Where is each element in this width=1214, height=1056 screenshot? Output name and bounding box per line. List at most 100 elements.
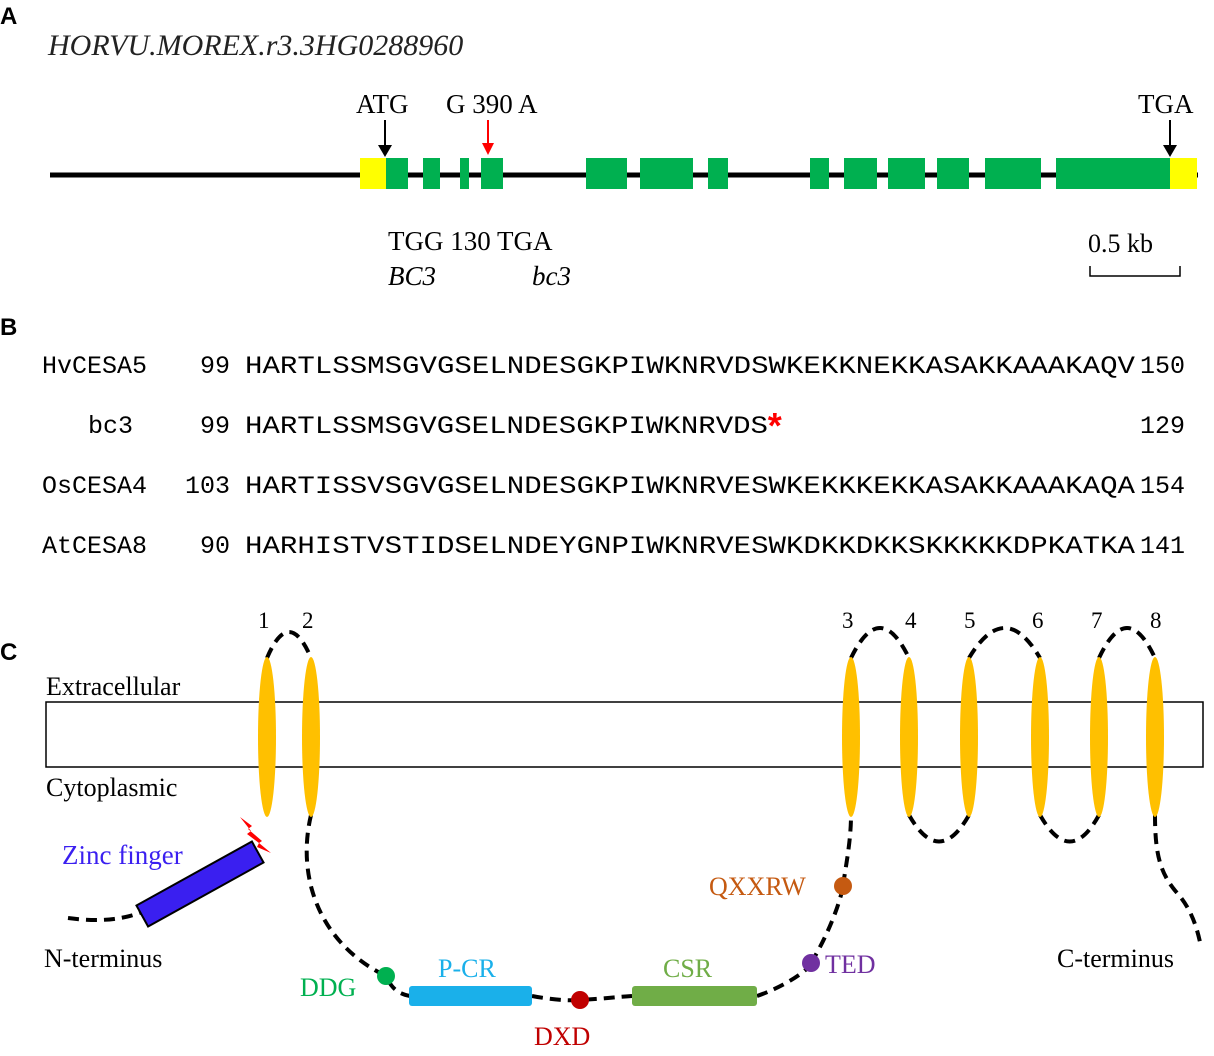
tm-helix-1 bbox=[258, 657, 276, 817]
membrane bbox=[45, 701, 1204, 768]
pcr-domain bbox=[409, 986, 532, 1006]
stop-asterisk: * bbox=[764, 409, 786, 450]
helix-number-3: 3 bbox=[842, 608, 854, 633]
start-codon-label: ATG bbox=[356, 89, 409, 119]
topology-loops bbox=[67, 626, 1202, 1003]
ddg-motif-dot bbox=[377, 967, 395, 985]
helix-number-6: 6 bbox=[1032, 608, 1044, 633]
exon-8 bbox=[810, 158, 829, 189]
scale-bar-label: 0.5 kb bbox=[1088, 229, 1153, 258]
ddg-label: DDG bbox=[300, 973, 356, 1002]
zinc-finger-domain bbox=[135, 840, 265, 928]
csr-domain bbox=[632, 986, 757, 1006]
alignment-row-atcesa8: AtCESA8 90 HARHISTVSTIDSELNDEYGNPIWKNRVE… bbox=[42, 532, 1185, 561]
transmembrane-helices bbox=[258, 657, 1164, 817]
exon-10 bbox=[888, 158, 925, 189]
gene-structure bbox=[360, 158, 1197, 189]
panel-label-b: B bbox=[0, 314, 17, 341]
cytoplasmic-label: Cytoplasmic bbox=[46, 773, 177, 802]
exon-9 bbox=[844, 158, 877, 189]
helix-number-1: 1 bbox=[258, 608, 270, 633]
exon-3 bbox=[460, 158, 469, 189]
seq-start: 99 bbox=[200, 412, 230, 441]
n-terminus-label: N-terminus bbox=[44, 944, 162, 973]
extracellular-label: Extracellular bbox=[46, 672, 181, 701]
seq-start: 99 bbox=[200, 352, 230, 381]
exon-13 bbox=[1056, 158, 1170, 189]
helix-number-7: 7 bbox=[1091, 608, 1103, 633]
exon-5 bbox=[586, 158, 627, 189]
helix-number-4: 4 bbox=[905, 608, 917, 633]
mutation-lightning-icon bbox=[240, 817, 271, 853]
alignment-row-bc3: bc3 99 HARTLSSMSGVGSELNDESGKPIWKNRVDS * … bbox=[88, 409, 1185, 450]
pcr-label: P-CR bbox=[438, 954, 496, 983]
tm-helix-8 bbox=[1146, 657, 1164, 817]
csr-label: CSR bbox=[663, 954, 713, 983]
tm-helix-4 bbox=[900, 657, 918, 817]
exon-4 bbox=[481, 158, 503, 189]
seq-residues: HARTLSSMSGVGSELNDESGKPIWKNRVDS bbox=[245, 412, 768, 441]
ted-label: TED bbox=[825, 950, 876, 979]
loop-7-8 bbox=[1097, 626, 1157, 659]
start-codon-arrowhead bbox=[378, 145, 392, 157]
exon-7 bbox=[708, 158, 728, 189]
ted-motif-dot bbox=[802, 954, 820, 972]
seq-name: bc3 bbox=[88, 412, 133, 441]
exon-11 bbox=[937, 158, 969, 189]
dxd-motif-dot bbox=[571, 991, 589, 1009]
utr-5 bbox=[360, 158, 386, 189]
seq-name: HvCESA5 bbox=[42, 352, 147, 381]
seq-end: 154 bbox=[1140, 472, 1185, 501]
allele-wt-label: BC3 bbox=[388, 261, 436, 291]
tm-helix-7 bbox=[1090, 657, 1108, 817]
zinc-finger-label: Zinc finger bbox=[62, 840, 183, 870]
loop-6-7 bbox=[1038, 814, 1101, 844]
exon-6 bbox=[640, 158, 693, 189]
mutation-arrowhead bbox=[482, 143, 494, 155]
scale-bar bbox=[1089, 266, 1181, 277]
helix-number-8: 8 bbox=[1150, 608, 1162, 633]
exon-2 bbox=[423, 158, 440, 189]
seq-end: 129 bbox=[1140, 412, 1185, 441]
loop-csr-ted bbox=[756, 963, 813, 998]
tm-helix-2 bbox=[302, 657, 320, 817]
n-terminal-tail bbox=[67, 910, 143, 922]
helix-number-2: 2 bbox=[302, 608, 314, 633]
loop-4-5 bbox=[907, 814, 971, 844]
tm-helix-5 bbox=[960, 657, 978, 817]
exon-1 bbox=[386, 158, 408, 189]
tm-helix-3 bbox=[842, 657, 860, 817]
seq-name: OsCESA4 bbox=[42, 472, 147, 501]
mutation-label: G 390 A bbox=[446, 89, 538, 119]
stop-codon-label: TGA bbox=[1138, 89, 1194, 119]
seq-name: AtCESA8 bbox=[42, 532, 147, 561]
panel-label-a: A bbox=[0, 3, 17, 30]
loop-qxxrw-tm3 bbox=[841, 814, 853, 886]
seq-end: 141 bbox=[1140, 532, 1185, 561]
codon-change-label: TGG 130 TGA bbox=[388, 226, 553, 256]
utr-3 bbox=[1170, 158, 1197, 189]
qxxrw-label: QXXRW bbox=[709, 872, 806, 901]
seq-end: 150 bbox=[1140, 352, 1185, 381]
loop-5-6 bbox=[967, 626, 1042, 660]
loop-1-2 bbox=[265, 630, 313, 659]
loop-3-4 bbox=[849, 626, 911, 659]
seq-start: 103 bbox=[185, 472, 230, 501]
alignment-row-hvcesa5: HvCESA5 99 HARTLSSMSGVGSELNDESGKPIWKNRVD… bbox=[42, 352, 1185, 381]
exon-12 bbox=[985, 158, 1041, 189]
stop-codon-arrowhead bbox=[1163, 145, 1177, 157]
seq-start: 90 bbox=[200, 532, 230, 561]
allele-mut-label: bc3 bbox=[532, 261, 571, 291]
alignment-row-oscesa4: OsCESA4 103 HARTISSVSGVGSELNDESGKPIWKNRV… bbox=[42, 472, 1185, 501]
seq-residues: HARHISTVSTIDSELNDEYGNPIWKNRVESWKDKKDKKSK… bbox=[245, 532, 1135, 561]
c-terminal-tail bbox=[1153, 814, 1202, 943]
helix-numbers: 1 2 3 4 5 6 7 8 bbox=[258, 608, 1162, 633]
loop-2-ddg bbox=[304, 814, 411, 998]
gene-name: HORVU.MOREX.r3.3HG0288960 bbox=[47, 29, 463, 62]
tm-helix-6 bbox=[1031, 657, 1049, 817]
helix-number-5: 5 bbox=[964, 608, 976, 633]
dxd-label: DXD bbox=[534, 1022, 590, 1051]
seq-residues: HARTISSVSGVGSELNDESGKPIWKNRVESWKEKKKEKKA… bbox=[245, 472, 1135, 501]
qxxrw-motif-dot bbox=[834, 877, 852, 895]
seq-residues: HARTLSSMSGVGSELNDESGKPIWKNRVDSWKEKKNEKKA… bbox=[245, 352, 1135, 381]
